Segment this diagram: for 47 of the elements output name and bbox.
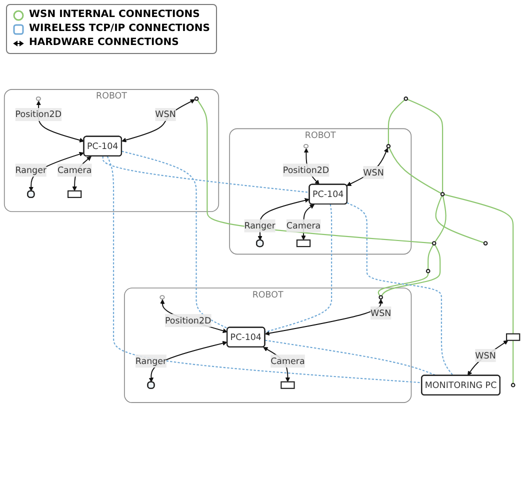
arrow — [346, 148, 388, 186]
node-circle — [386, 144, 391, 148]
arrow — [264, 298, 384, 336]
connector — [388, 99, 406, 145]
edge-label: Camera — [57, 164, 92, 176]
node-circle — [483, 241, 488, 246]
node-circle — [426, 268, 430, 274]
edge-label: WSN — [475, 350, 496, 360]
node-circle — [440, 192, 445, 196]
edge-label: WSN — [363, 167, 384, 178]
connector — [102, 156, 310, 193]
connector — [264, 340, 437, 376]
edge-label: Position2D — [164, 315, 212, 326]
edge-label: Ranger — [135, 356, 167, 366]
edge-label: WSN — [370, 308, 392, 318]
node-circle — [432, 241, 436, 246]
connector — [428, 244, 434, 270]
node-circle — [510, 382, 516, 388]
node-box — [506, 333, 520, 341]
node-circle — [378, 295, 384, 300]
edge-label: Position2D — [15, 109, 62, 120]
edge-label: Camera — [270, 356, 305, 366]
connector — [381, 244, 441, 296]
legend-label: WIRELESS TCP/IP CONNECTIONS — [29, 22, 210, 36]
connector — [435, 195, 484, 244]
node-circle — [404, 96, 408, 101]
connector — [388, 147, 442, 194]
connector — [122, 150, 228, 330]
node-box — [67, 190, 82, 198]
node-circle — [194, 96, 199, 101]
edge-label: Camera — [286, 220, 321, 231]
connector — [434, 196, 446, 242]
legend-label: WSN INTERNAL CONNECTIONS — [29, 8, 200, 22]
edge-label: Ranger — [15, 164, 47, 176]
legend-label: HARDWARE CONNECTIONS — [29, 36, 179, 50]
connector — [378, 272, 429, 296]
edge-label: WSN — [155, 109, 176, 120]
connector — [346, 202, 454, 376]
edge-label: Position2D — [282, 164, 330, 176]
connector — [512, 340, 514, 384]
arrow — [122, 99, 196, 142]
connector — [407, 98, 444, 193]
connector — [444, 194, 514, 334]
edge-label: Ranger — [244, 220, 276, 231]
arrow — [468, 340, 508, 376]
node-box — [280, 381, 295, 389]
node-box — [296, 239, 311, 248]
